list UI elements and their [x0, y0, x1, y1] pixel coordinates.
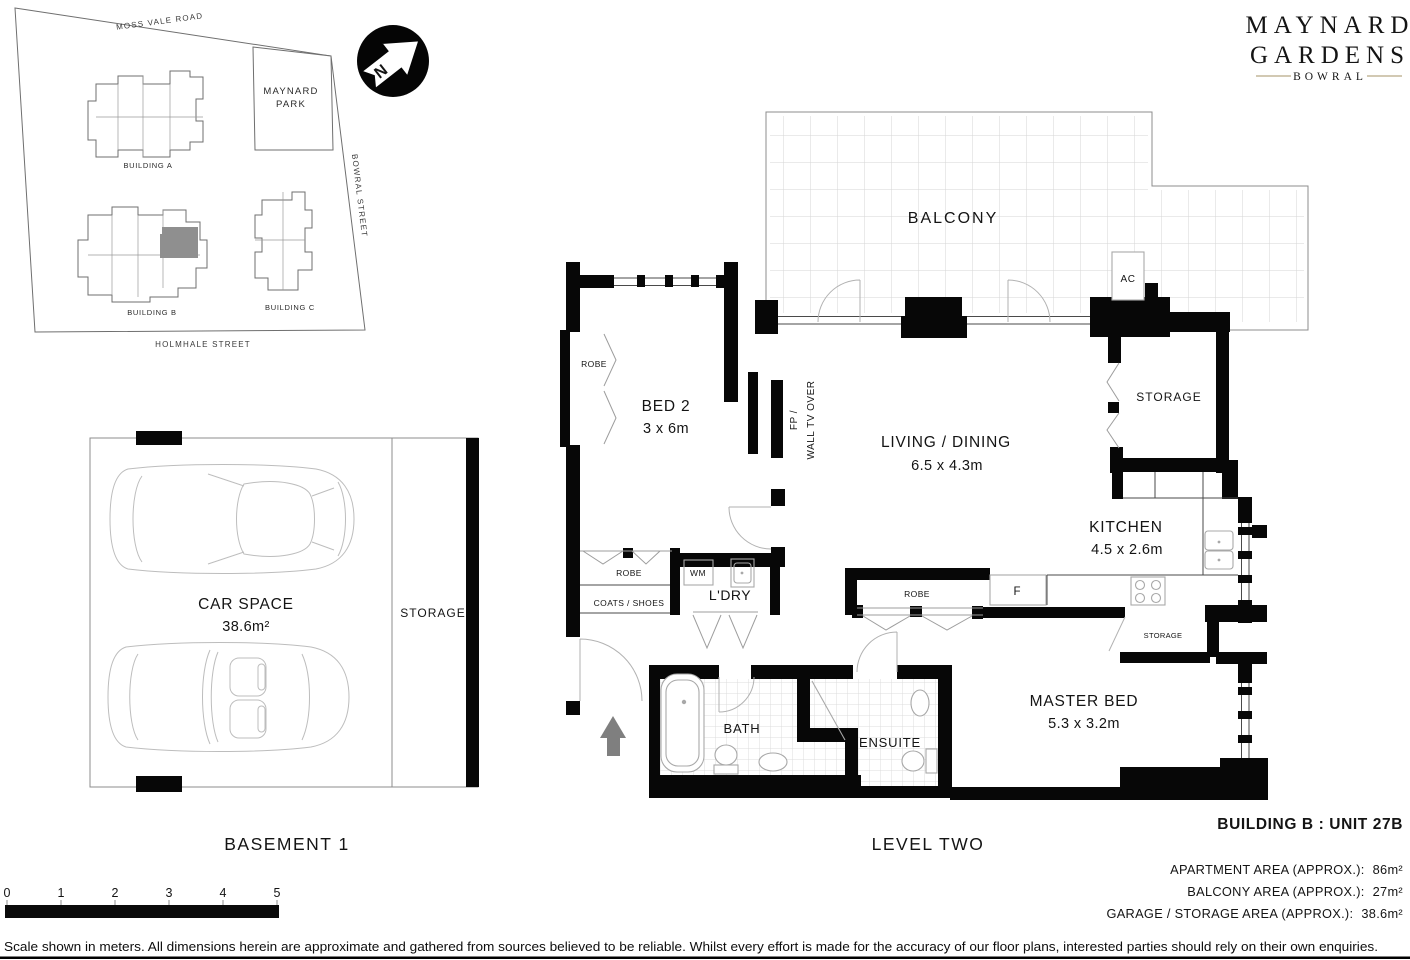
area-value: 38.6m²: [1361, 906, 1403, 921]
area-row-garage: GARAGE / STORAGE AREA (APPROX.): 38.6m²: [1106, 906, 1403, 921]
area-row-apartment: APARTMENT AREA (APPROX.): 86m²: [1170, 862, 1403, 877]
unit-info: BUILDING B : UNIT 27B APARTMENT AREA (AP…: [1106, 816, 1403, 921]
label-ac: AC: [1121, 274, 1136, 285]
fridge-space: [989, 574, 1047, 606]
balcony-floor: [770, 116, 1148, 322]
robe-doors: [580, 333, 1120, 650]
ensuite-toilet: [901, 748, 938, 774]
scale-bar-rule: [5, 905, 279, 918]
level-two-plan: BALCONY AC BED 2 3 x 6m LIVING / DINING …: [560, 111, 1309, 800]
balcony-floor-wing: [1148, 190, 1304, 322]
room-dims-kitchen: 4.5 x 2.6m: [1091, 542, 1163, 558]
level-title: LEVEL TWO: [872, 834, 985, 854]
street-label-holmhale: HOLMHALE STREET: [155, 340, 251, 349]
building-a-outline: [87, 70, 204, 158]
basement-plan: CAR SPACE 38.6m² STORAGE: [89, 431, 479, 792]
park-label-line1: MAYNARD: [263, 86, 318, 97]
room-label-balcony: BALCONY: [908, 210, 998, 227]
maynard-park-parcel: [252, 46, 334, 151]
scale-tick-1: 1: [58, 886, 65, 900]
area-label: BALCONY AREA (APPROX.):: [1187, 884, 1364, 899]
label-robe-bed2: ROBE: [581, 359, 607, 369]
car-convertible: [107, 642, 350, 752]
scale-tick-0: 0: [4, 886, 11, 900]
scale-tick-3: 3: [166, 886, 173, 900]
scale-bar: 0 1 2 3 4 5: [4, 886, 281, 918]
building-c-outline: [254, 191, 313, 291]
area-label: APARTMENT AREA (APPROX.):: [1170, 862, 1365, 877]
bath-floor: [660, 679, 845, 775]
cabinetry-lines: [580, 472, 1238, 614]
room-label-bath: BATH: [724, 721, 761, 736]
room-label-storage: STORAGE: [1136, 390, 1201, 404]
laundry-sink: [730, 558, 755, 588]
room-label-master: MASTER BED: [1030, 693, 1139, 710]
street-label-moss-vale: MOSS VALE ROAD: [116, 11, 204, 31]
label-fp: FP /: [789, 410, 800, 430]
fixtures: [660, 251, 1234, 775]
logo-line1: MAYNARD: [1246, 12, 1410, 39]
building-a-label: BUILDING A: [123, 161, 172, 170]
disclaimer-text: Scale shown in meters. All dimensions he…: [4, 939, 1378, 954]
building-c-label: BUILDING C: [265, 303, 315, 312]
walls: [560, 262, 1268, 800]
unit-title: BUILDING B : UNIT 27B: [1217, 816, 1403, 833]
scale-tick-2: 2: [112, 886, 119, 900]
washing-machine: [683, 559, 714, 586]
street-label-bowral: BOWRAL STREET: [350, 154, 369, 238]
room-dims-living: 6.5 x 4.3m: [911, 458, 983, 474]
room-dims-master: 5.3 x 3.2m: [1048, 716, 1120, 732]
bath-toilet: [713, 744, 739, 775]
ac-unit: [1111, 251, 1145, 301]
logo-subtitle: BOWRAL: [1293, 71, 1367, 83]
label-coats-shoes: COATS / SHOES: [594, 598, 665, 608]
label-wall-tv: WALL TV OVER: [806, 381, 817, 460]
room-dims-bed2: 3 x 6m: [643, 421, 689, 437]
room-label-bed2: BED 2: [642, 398, 691, 415]
scale-tick-4: 4: [220, 886, 227, 900]
label-fridge: F: [1013, 586, 1020, 598]
bath-basin: [758, 752, 788, 772]
label-robe-hall: ROBE: [616, 568, 642, 578]
room-label-laundry: L'DRY: [709, 587, 751, 603]
footer-rule: [0, 956, 1410, 959]
label-car-space: CAR SPACE: [198, 596, 294, 613]
kitchen-sink: [1204, 530, 1234, 570]
room-label-kitchen: KITCHEN: [1089, 519, 1163, 536]
building-b-label: BUILDING B: [127, 308, 177, 317]
shower-screen: [811, 680, 846, 741]
balcony-edge: [765, 111, 1309, 331]
area-row-balcony: BALCONY AREA (APPROX.): 27m²: [1187, 884, 1403, 899]
label-basement-storage: STORAGE: [400, 606, 465, 620]
logo-line2: GARDENS: [1250, 42, 1410, 69]
doors: [579, 506, 1126, 713]
brand-logo: MAYNARD GARDENS BOWRAL: [1246, 12, 1410, 83]
area-value: 86m²: [1373, 862, 1404, 877]
room-label-ensuite: ENSUITE: [859, 735, 921, 750]
bathtub: [660, 673, 705, 773]
ensuite-basin: [910, 689, 930, 717]
label-robe-master: ROBE: [904, 589, 930, 599]
cooktop: [1130, 576, 1166, 606]
car-coupe: [109, 464, 355, 574]
entry-arrow-icon: [600, 716, 626, 756]
label-car-area: 38.6m²: [222, 619, 270, 635]
windows: [614, 274, 1252, 758]
area-value: 27m²: [1373, 884, 1404, 899]
room-label-living: LIVING / DINING: [881, 434, 1011, 451]
area-label: GARAGE / STORAGE AREA (APPROX.):: [1106, 906, 1353, 921]
basement-title: BASEMENT 1: [224, 834, 350, 854]
label-storage-closet: STORAGE: [1144, 631, 1183, 640]
north-arrow-icon: N: [357, 25, 429, 97]
label-wm: WM: [690, 568, 706, 578]
highlighted-unit-27b: [160, 227, 198, 258]
building-b-outline: [77, 206, 208, 303]
site-map: MOSS VALE ROAD BOWRAL STREET HOLMHALE ST…: [14, 7, 369, 349]
park-label-line2: PARK: [276, 99, 306, 110]
scale-tick-5: 5: [274, 886, 281, 900]
